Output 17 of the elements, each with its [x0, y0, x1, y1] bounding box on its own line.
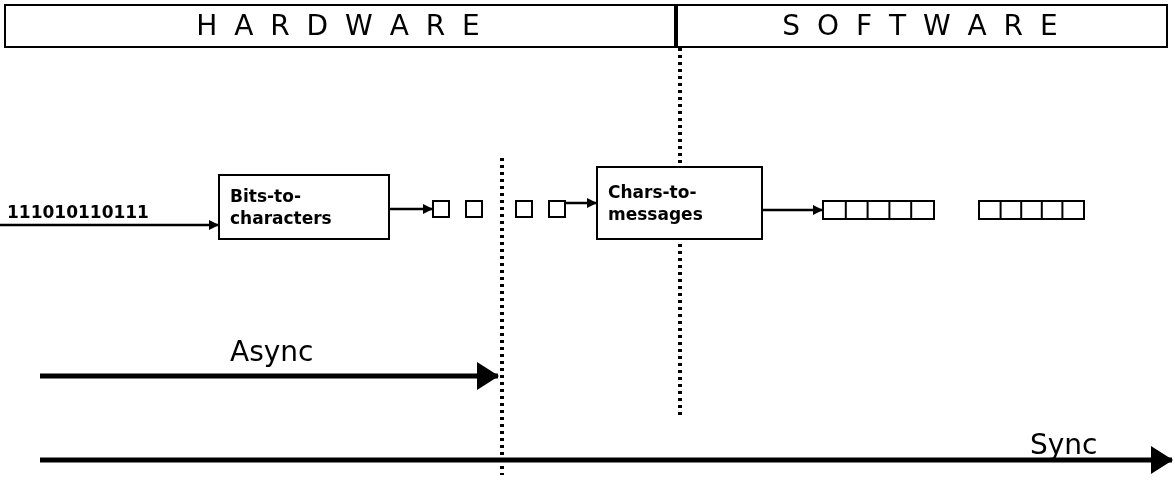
process-box: Bits-to- characters — [218, 174, 390, 240]
process-box: Chars-to- messages — [596, 166, 763, 240]
edge-label: 111010110111 — [6, 203, 150, 221]
slot-box — [548, 200, 566, 218]
message-slots — [978, 200, 1085, 220]
slot-box — [432, 200, 450, 218]
axis-label: Sync — [1030, 428, 1098, 461]
slot-box — [515, 200, 533, 218]
band-header: S O F T W A R E — [676, 4, 1168, 48]
axis-label: Async — [230, 335, 314, 368]
arrow — [566, 198, 597, 208]
slot-box — [465, 200, 483, 218]
arrow — [390, 204, 433, 214]
message-slots — [822, 200, 935, 220]
arrow — [0, 220, 219, 230]
band-header: H A R D W A R E — [4, 4, 676, 48]
arrow — [763, 205, 823, 215]
